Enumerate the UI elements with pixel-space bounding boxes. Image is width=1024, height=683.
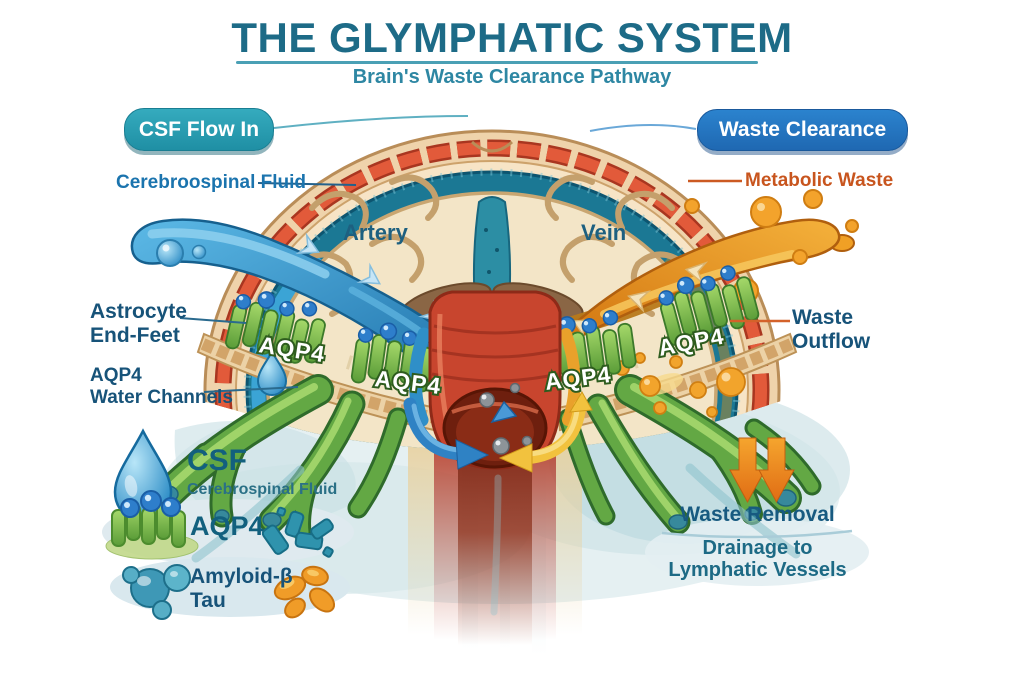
label-astrocyte-end-feet: Astrocyte End-Feet — [90, 300, 250, 347]
label-cerebrospinal-fluid: Cerebroospinal Fluid — [116, 172, 307, 193]
label-artery: Artery — [343, 220, 408, 245]
legend-csf-subtitle: Cerebrospinal Fluid — [187, 481, 338, 498]
label-waste-removal: Waste Removal — [680, 503, 835, 526]
drainage-line1: Drainage to — [702, 537, 813, 559]
waste-clearance-badge: Waste Clearance — [697, 109, 908, 151]
aqp4-crystal-icon — [261, 506, 334, 558]
aqp4-line1: AQP4 — [90, 365, 142, 386]
legend-divider — [661, 529, 853, 539]
page-subtitle: Brain's Waste Clearance Pathway — [352, 66, 672, 88]
title-underline — [236, 61, 758, 64]
label-waste-outflow: Waste Outflow — [792, 306, 922, 354]
drainage-line2: Lymphatic Vessels — [668, 559, 847, 582]
central-vessel — [403, 290, 593, 473]
label-drainage-lymphatic: Drainage to Lymphatic Vessels — [645, 537, 870, 582]
aqp4-line2: Water Channels — [90, 387, 233, 409]
waste-outflow-line2: Outflow — [792, 330, 871, 354]
page-title: THE GLYMPHATIC SYSTEM — [231, 14, 793, 61]
legend-csf-title: CSF — [187, 444, 247, 477]
connector-lines — [179, 115, 790, 393]
astrocyte-line1: Astrocyte — [90, 300, 187, 323]
csf-flow-in-badge: CSF Flow In — [124, 108, 274, 151]
csf-droplet-detail — [256, 350, 288, 396]
waste-outflow-line1: Waste — [792, 306, 854, 329]
waste-outflow-stream — [555, 189, 859, 352]
waste-clearance-badge-label: Waste Clearance — [718, 118, 887, 141]
csf-inflow-stream — [130, 218, 480, 403]
astrocyte-line2: End-Feet — [90, 323, 180, 347]
legend-aqp4-title: AQP4 — [190, 511, 264, 541]
csf-flow-in-badge-label: CSF Flow In — [138, 117, 260, 141]
tau-beans-icon — [273, 565, 336, 619]
legend-tau-title: Tau — [190, 589, 226, 612]
label-vein: Vein — [581, 220, 627, 245]
legend-amyloid-title: Amyloid-β — [190, 565, 293, 588]
label-aqp4-water-channels: AQP4 Water Channels — [90, 365, 270, 410]
amyloid-cluster-icon — [122, 564, 191, 620]
label-metabolic-waste: Metabolic Waste — [745, 170, 894, 191]
csf-flow-arrow — [403, 397, 469, 461]
aqp4-channel-icon — [105, 490, 199, 560]
